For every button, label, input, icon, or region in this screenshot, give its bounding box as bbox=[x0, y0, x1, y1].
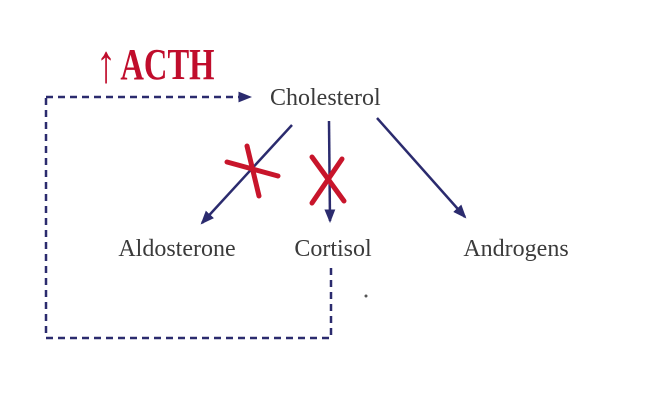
acth-text: ACTH bbox=[120, 40, 215, 89]
arrow-cholesterol-to-androgens bbox=[376, 117, 467, 219]
stray-dot bbox=[364, 294, 368, 298]
arrow-cholesterol-to-cortisol bbox=[324, 120, 336, 224]
x-mark-aldosterone-blocked bbox=[224, 143, 281, 199]
acth-increase-label: ↑ACTH bbox=[96, 34, 215, 94]
node-cortisol: Cortisol bbox=[294, 236, 372, 262]
arrow-cholesterol-to-aldosterone bbox=[200, 124, 293, 225]
node-cholesterol: Cholesterol bbox=[270, 85, 381, 111]
node-androgens: Androgens bbox=[463, 236, 569, 262]
node-aldosterone: Aldosterone bbox=[118, 236, 236, 262]
dashed-feedback-loop-line bbox=[44, 97, 333, 340]
x-mark-cortisol-blocked bbox=[309, 154, 347, 206]
